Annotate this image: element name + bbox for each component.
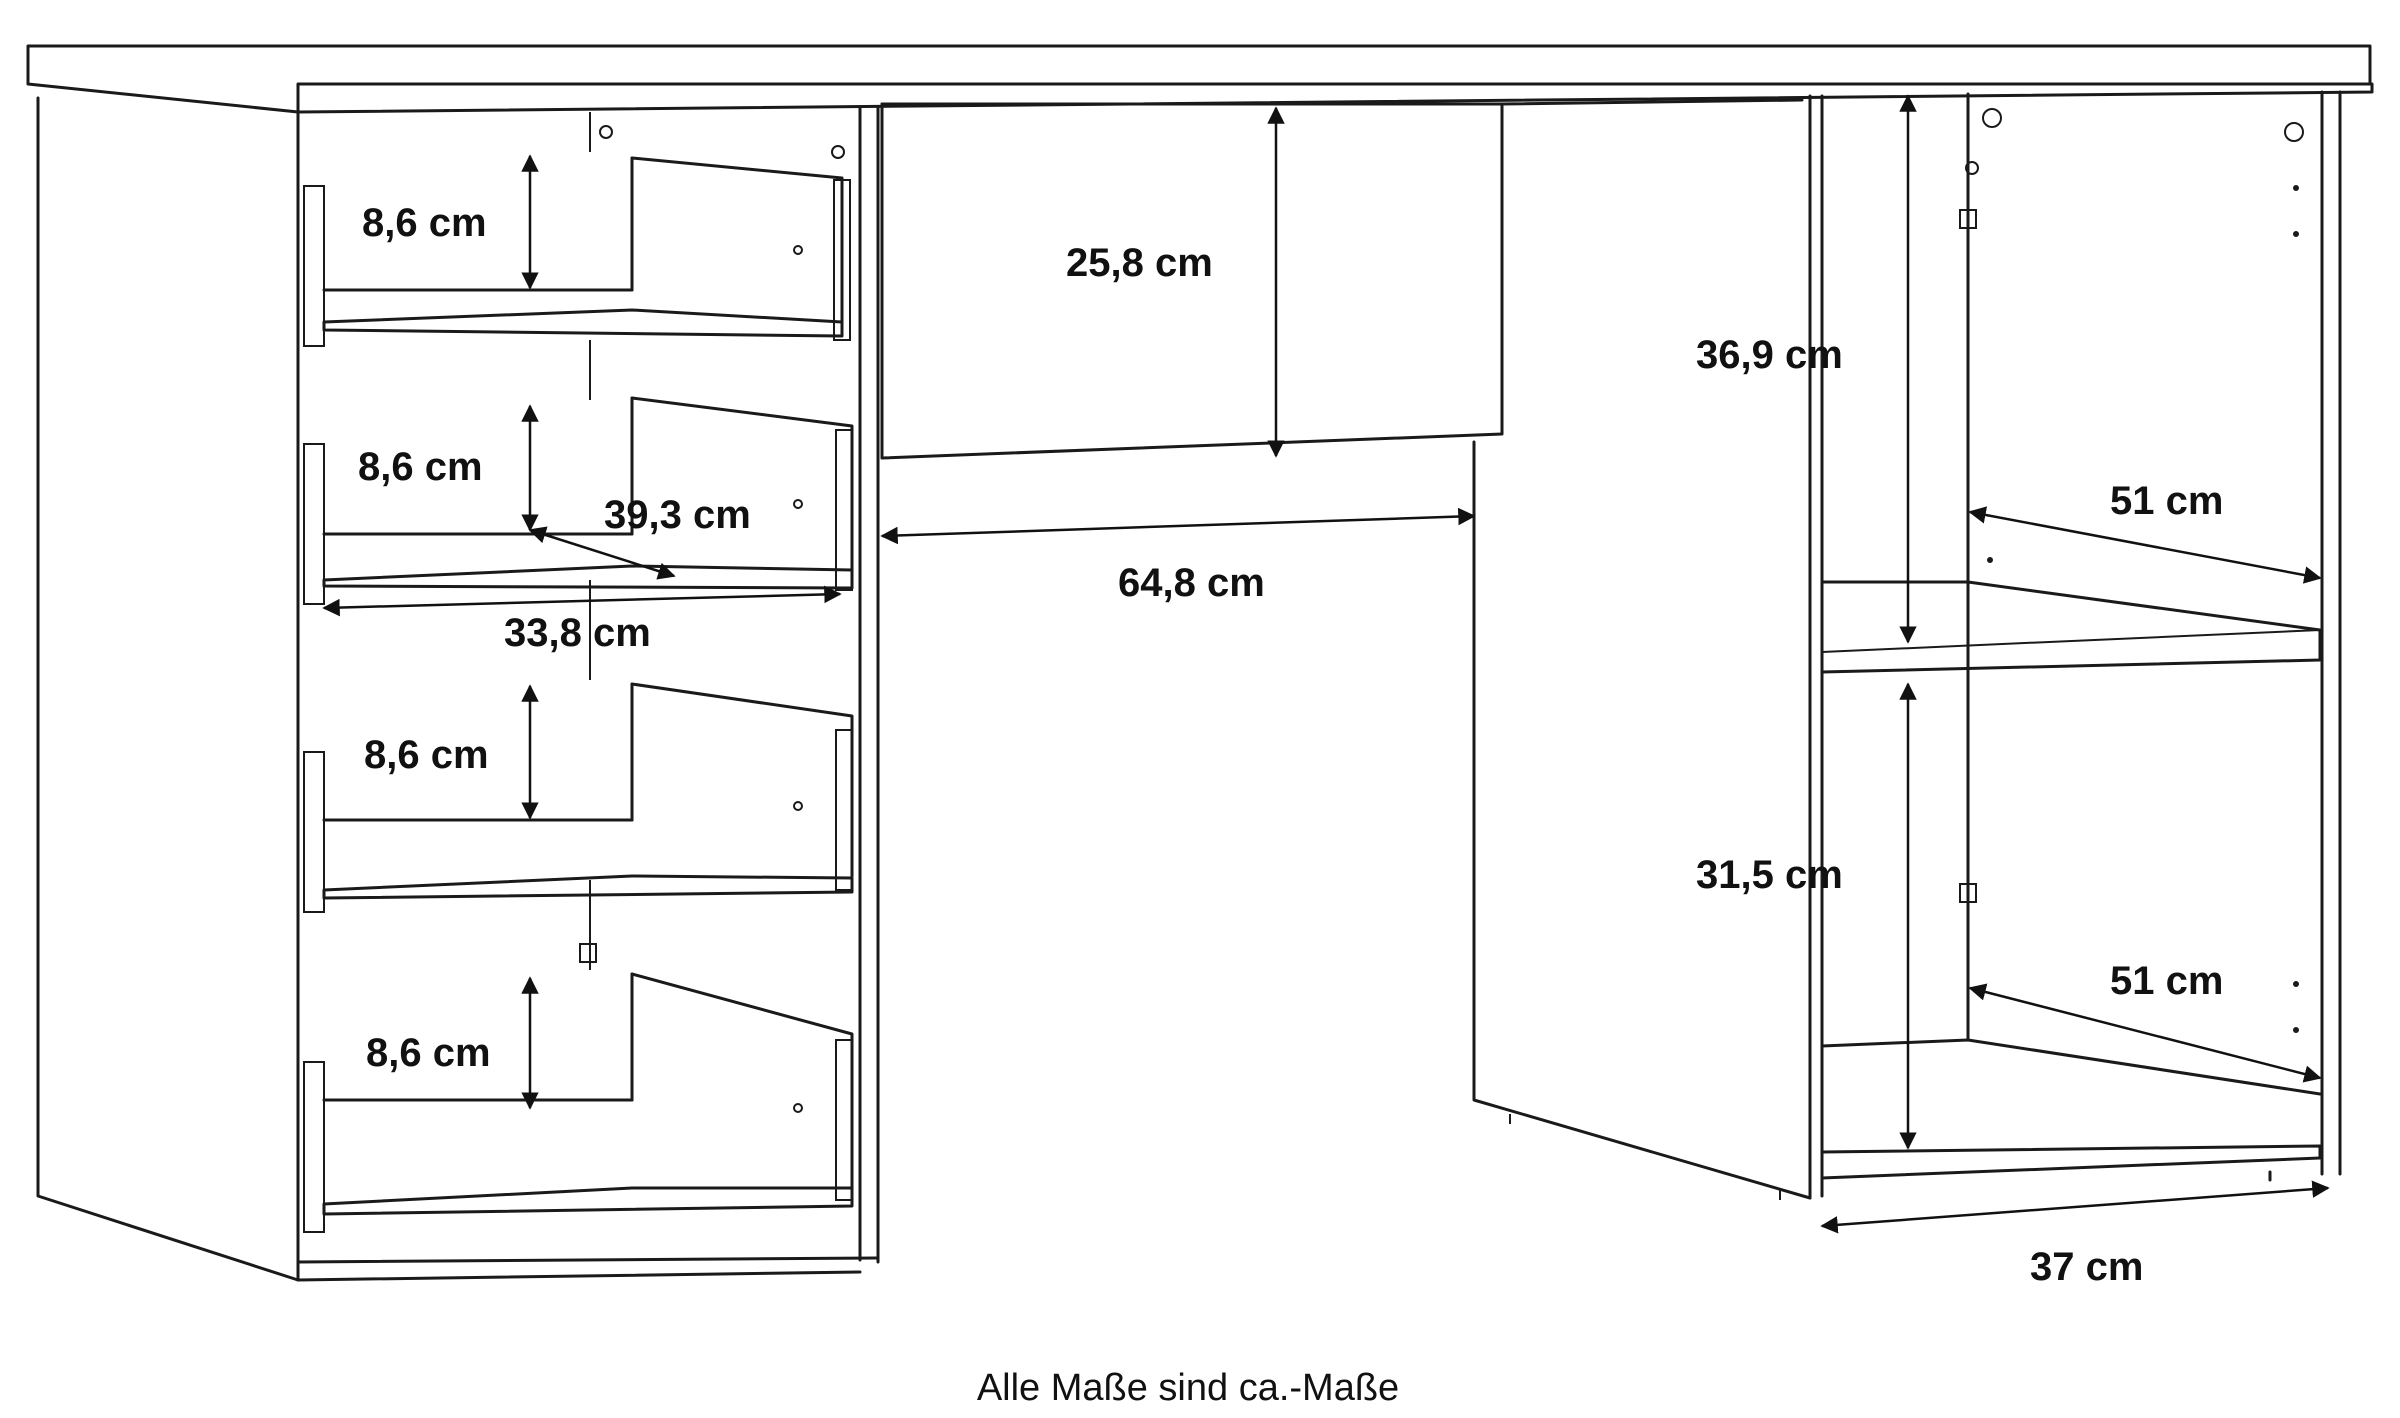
dimension-lines — [322, 94, 2330, 1234]
label-center-drawer-height: 25,8 cm — [1066, 241, 1213, 285]
label-shelf-width: 37 cm — [2030, 1245, 2143, 1289]
desktop-top — [26, 44, 2374, 114]
label-drawer-height-3: 8,6 cm — [364, 733, 489, 777]
label-upper-shelf-depth: 51 cm — [2110, 479, 2223, 523]
label-center-width: 64,8 cm — [1118, 561, 1265, 605]
label-drawer-width: 33,8 cm — [504, 611, 651, 655]
drawer-1 — [303, 156, 851, 347]
drawer-2 — [303, 396, 854, 605]
left-pedestal — [36, 96, 880, 1282]
back-panel — [1472, 98, 1812, 1200]
center-drawer — [880, 102, 1504, 460]
footer-note: Alle Maße sind ca.-Maße — [977, 1367, 1399, 1409]
drawer-4 — [303, 972, 854, 1233]
label-lower-shelf-depth: 51 cm — [2110, 959, 2223, 1003]
label-drawer-height-4: 8,6 cm — [366, 1031, 491, 1075]
label-drawer-depth: 39,3 cm — [604, 493, 751, 537]
label-drawer-height-1: 8,6 cm — [362, 201, 487, 245]
drawer-3 — [303, 682, 854, 963]
label-drawer-height-2: 8,6 cm — [358, 445, 483, 489]
label-lower-shelf-height: 31,5 cm — [1696, 853, 1843, 897]
right-pedestal — [1808, 90, 2342, 1200]
label-upper-shelf-height: 36,9 cm — [1696, 333, 1843, 377]
